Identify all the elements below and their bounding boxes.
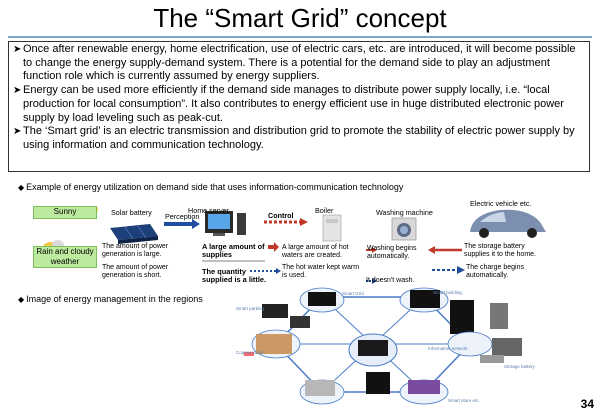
boiler-hot-text: A large amount of hot waters are created… <box>282 244 349 260</box>
ev-arrows-icon <box>428 246 465 274</box>
solar-panel-icon <box>110 224 158 244</box>
bullet-box: ➤Once after renewable energy, home elect… <box>8 41 590 172</box>
home-server-label: Home server <box>188 206 230 215</box>
perception-arrow-icon <box>164 219 200 229</box>
rainy-badge: Rain and cloudy weather <box>33 246 97 268</box>
solar-battery-label: Solar battery <box>111 208 152 217</box>
bullet-text: Energy can be used more efficiently if t… <box>23 84 564 124</box>
boiler-warm-text: The hot water kept warm is used. <box>282 264 360 280</box>
washing-machine-label: Washing machine <box>376 208 433 217</box>
section1-heading: ◆Example of energy utilization on demand… <box>18 182 403 192</box>
label-cogeneration: Cogeneration <box>236 350 264 355</box>
ev-charge-text: The charge begins automatically. <box>466 264 524 280</box>
slide-title: The “Smart Grid” concept <box>153 3 447 33</box>
solar-short-text: The amount of power generation is short. <box>102 264 169 280</box>
home-server-icon <box>205 211 246 236</box>
ev-label: Electric vehicle etc. <box>470 199 532 208</box>
solar-large-text: The amount of power generation is large. <box>102 243 169 259</box>
supplies-little-text: The quantity supplied is a little. <box>202 267 267 285</box>
bullet-item: ➤Once after renewable energy, home elect… <box>13 43 585 84</box>
title-rule <box>8 36 592 38</box>
diamond-icon: ◆ <box>18 295 25 304</box>
label-information-network: Information network <box>428 346 468 351</box>
arrow-bullet-icon: ➤ <box>13 126 22 138</box>
electric-car-icon <box>470 209 546 238</box>
bullet-text: The ‘Smart grid’ is an electric transmis… <box>23 125 575 151</box>
label-smart-store: Smart store etc. <box>448 398 480 403</box>
label-storage-battery: Storage battery <box>504 364 535 369</box>
control-arrow-icon <box>264 218 308 226</box>
supply-arrow-icon <box>268 242 279 252</box>
page-number: 34 <box>580 397 594 411</box>
sunny-badge: Sunny <box>33 206 97 219</box>
washing-machine-icon <box>391 217 417 241</box>
control-label: Control <box>268 211 294 220</box>
little-supply-arrow-icon <box>250 268 281 274</box>
section2-title: Image of energy management in the region… <box>26 294 203 304</box>
arrow-bullet-icon: ➤ <box>13 85 22 97</box>
bullet-item: ➤The ‘Smart grid’ is an electric transmi… <box>13 125 585 152</box>
perception-label: Perception <box>165 212 200 221</box>
regional-network-diagram <box>244 287 522 405</box>
label-smart-building: Smart building <box>433 290 462 295</box>
section1-title: Example of energy utilization on demand … <box>26 182 404 192</box>
supplies-large-text: A large amount of supplies <box>202 242 265 260</box>
boiler-label: Boiler <box>315 206 334 215</box>
bullet-item: ➤Energy can be used more efficiently if … <box>13 84 585 125</box>
boiler-icon <box>322 214 342 242</box>
ev-supply-text: The storage battery supplies it to the h… <box>464 243 536 259</box>
section2-heading: ◆Image of energy management in the regio… <box>18 294 203 304</box>
label-smart-grid: Smart Grid <box>342 291 364 296</box>
wash-arrows-icon <box>366 247 377 284</box>
arrow-bullet-icon: ➤ <box>13 44 22 55</box>
wash-not-text: It doesn't wash. <box>366 277 415 284</box>
diamond-icon: ◆ <box>18 183 25 192</box>
label-smart-parking: Smart parking <box>236 306 265 311</box>
bullet-text: Once after renewable energy, home electr… <box>23 43 576 83</box>
wash-begins-text: Washing begins automatically. <box>367 245 417 261</box>
